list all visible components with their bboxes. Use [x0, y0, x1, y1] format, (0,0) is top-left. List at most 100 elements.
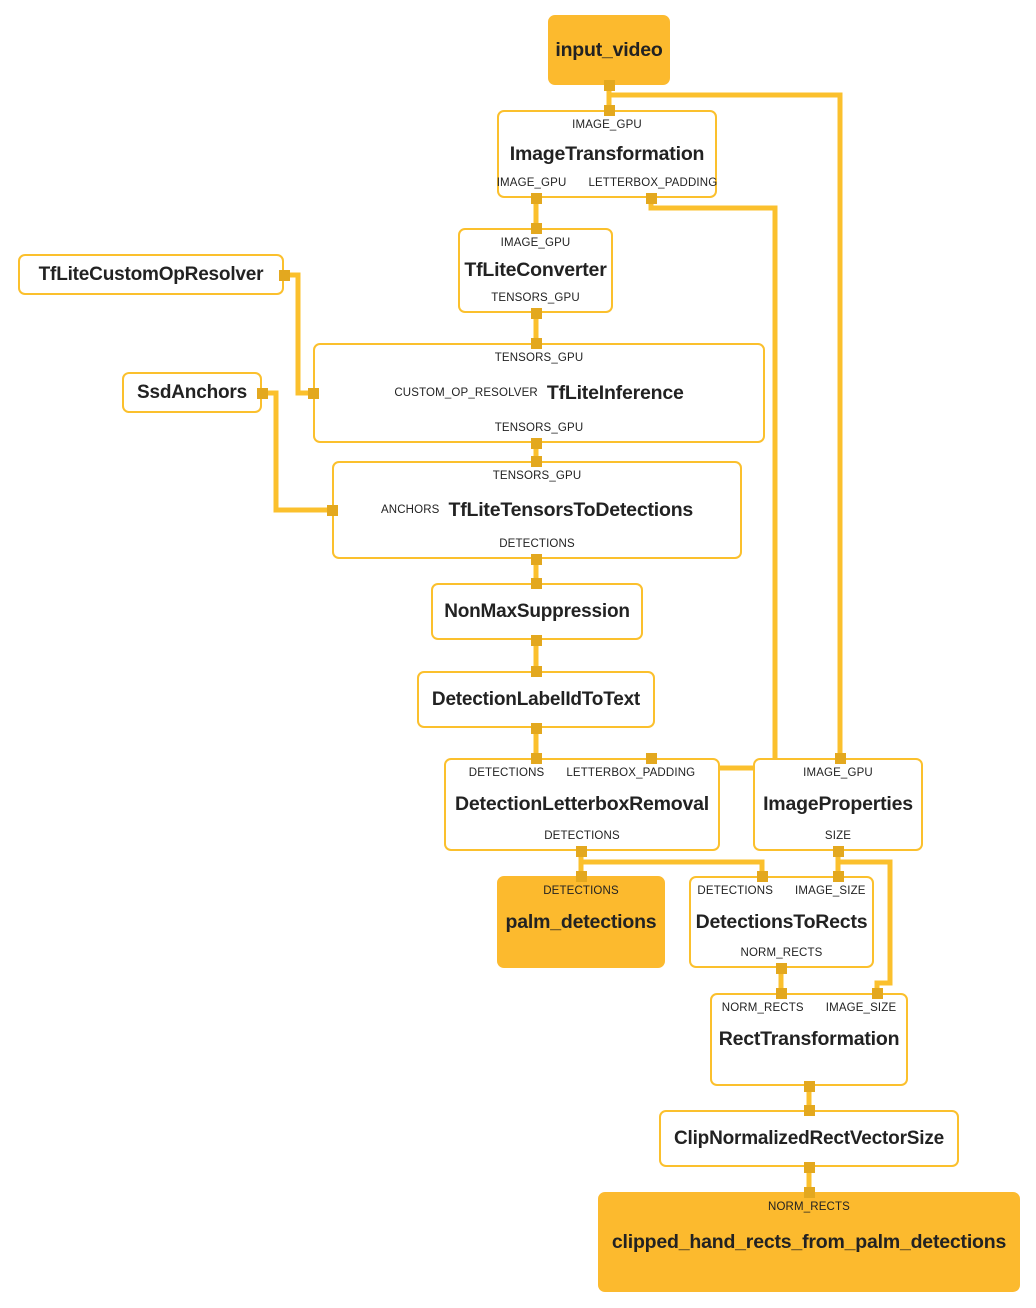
pin-letterbox-removal-detections-in[interactable]	[530, 752, 542, 764]
output-port-size[interactable]: SIZE	[824, 830, 852, 842]
input-port-norm-rects[interactable]: NORM_RECTS	[767, 1201, 850, 1213]
node-nonmaxsuppression[interactable]: NonMaxSuppression	[431, 583, 643, 640]
node-label: ImageProperties	[763, 793, 913, 816]
output-port-tensors-gpu[interactable]: TENSORS_GPU	[491, 292, 580, 304]
pin-nms-in[interactable]	[530, 577, 542, 589]
node-label: TfLiteConverter	[464, 259, 607, 282]
input-port-row: DETECTIONS IMAGE_SIZE	[691, 885, 872, 897]
input-port-row: IMAGE_GPU	[755, 767, 921, 779]
input-port-row: TENSORS_GPU	[315, 352, 763, 364]
output-port-row: IMAGE_GPU LETTERBOX_PADDING	[496, 177, 718, 189]
node-title-row: input_video	[550, 39, 668, 61]
pin-rect-transformation-image-size-in[interactable]	[871, 987, 883, 999]
pin-label-id-to-text-in[interactable]	[530, 665, 542, 677]
pin-rect-transformation-norm-rects-in[interactable]	[775, 987, 787, 999]
input-port-detections[interactable]: DETECTIONS	[543, 885, 619, 897]
side-input-port-anchors[interactable]: ANCHORS	[380, 503, 440, 516]
pin-tflite-inference-tensors-gpu-in[interactable]	[530, 337, 542, 349]
input-port-row: NORM_RECTS	[600, 1201, 1018, 1213]
node-label: DetectionLabelIdToText	[431, 688, 641, 710]
node-label: clipped_hand_rects_from_palm_detections	[611, 1230, 1007, 1253]
node-clipped-hand-rects-from-palm-detections[interactable]: NORM_RECTS clipped_hand_rects_from_palm_d…	[598, 1192, 1020, 1292]
output-port-row: SIZE	[755, 830, 921, 842]
pin-tflite-custom-op-resolver-out[interactable]	[278, 269, 290, 281]
pin-tflite-inference-tensors-gpu-out[interactable]	[530, 437, 542, 449]
node-title-row: palm_detections	[499, 911, 663, 933]
node-ssdanchors[interactable]: SsdAnchors	[122, 372, 262, 413]
node-clipnormalizedrectvectorsize[interactable]: ClipNormalizedRectVectorSize	[659, 1110, 959, 1167]
node-tflitecustomopresolver[interactable]: TfLiteCustomOpResolver	[18, 254, 284, 295]
pin-ssd-anchors-out[interactable]	[256, 387, 268, 399]
input-port-image-gpu[interactable]: IMAGE_GPU	[500, 237, 571, 249]
node-detectionlabelidtotext[interactable]: DetectionLabelIdToText	[417, 671, 655, 728]
output-port-row: DETECTIONS	[334, 538, 740, 550]
input-port-norm-rects[interactable]: NORM_RECTS	[721, 1002, 804, 1014]
pin-image-properties-size-out[interactable]	[832, 845, 844, 857]
input-port-image-gpu[interactable]: IMAGE_GPU	[572, 119, 642, 131]
output-port-letterbox-padding[interactable]: LETTERBOX_PADDING	[588, 177, 718, 189]
pin-clip-out[interactable]	[803, 1161, 815, 1173]
output-port-row: TENSORS_GPU	[315, 422, 763, 434]
output-port-image-gpu[interactable]: IMAGE_GPU	[496, 177, 567, 189]
input-port-letterbox-padding[interactable]: LETTERBOX_PADDING	[566, 767, 696, 779]
input-port-detections[interactable]: DETECTIONS	[697, 885, 774, 897]
pin-image-properties-image-gpu-in[interactable]	[834, 752, 846, 764]
output-port-tensors-gpu[interactable]: TENSORS_GPU	[494, 422, 584, 434]
pin-clip-in[interactable]	[803, 1104, 815, 1116]
pin-palm-detections-in[interactable]	[575, 870, 587, 882]
output-port-norm-rects[interactable]: NORM_RECTS	[740, 947, 823, 959]
node-label: palm_detections	[505, 910, 657, 933]
node-title-row: DetectionLabelIdToText	[419, 689, 653, 711]
pin-input-video-out[interactable]	[603, 79, 615, 91]
side-input-port-custom-op-resolver[interactable]: CUSTOM_OP_RESOLVER	[394, 386, 538, 399]
pin-image-transformation-image-gpu-out[interactable]	[530, 192, 542, 204]
output-port-detections[interactable]: DETECTIONS	[544, 830, 620, 842]
pin-label-id-to-text-out[interactable]	[530, 722, 542, 734]
edge-letterbox-removal-to-detections-to-rects	[581, 859, 765, 876]
pin-nms-out[interactable]	[530, 634, 542, 646]
node-label: TfLiteCustomOpResolver	[38, 263, 264, 285]
pin-letterbox-removal-detections-out[interactable]	[575, 845, 587, 857]
edge-custom-op-resolver-to-tflite-inference	[284, 272, 313, 396]
input-port-tensors-gpu[interactable]: TENSORS_GPU	[492, 470, 582, 482]
input-port-tensors-gpu[interactable]: TENSORS_GPU	[494, 352, 584, 364]
pin-tflite-inference-custom-op-resolver-in[interactable]	[307, 387, 319, 399]
node-label: input_video	[555, 38, 663, 61]
pin-image-transformation-image-gpu-in[interactable]	[603, 104, 615, 116]
pin-tflite-converter-image-gpu-in[interactable]	[530, 222, 542, 234]
pin-detections-to-rects-detections-in[interactable]	[756, 870, 768, 882]
pin-image-transformation-letterbox-padding-out[interactable]	[645, 192, 657, 204]
pin-tensors-to-detections-tensors-gpu-in[interactable]	[530, 455, 542, 467]
pin-rect-transformation-out[interactable]	[803, 1080, 815, 1092]
input-port-image-size[interactable]: IMAGE_SIZE	[795, 885, 866, 897]
node-input-video[interactable]: input_video	[548, 15, 670, 85]
node-title-row: NonMaxSuppression	[433, 601, 641, 623]
output-port-row: DETECTIONS	[446, 830, 718, 842]
node-title-row: ClipNormalizedRectVectorSize	[661, 1128, 957, 1150]
node-palm-detections[interactable]: DETECTIONS palm_detections	[497, 876, 665, 968]
node-label: ClipNormalizedRectVectorSize	[674, 1127, 944, 1149]
output-port-detections[interactable]: DETECTIONS	[499, 538, 575, 550]
input-port-detections[interactable]: DETECTIONS	[468, 767, 545, 779]
input-port-image-gpu[interactable]: IMAGE_GPU	[803, 767, 873, 779]
pin-tensors-to-detections-anchors-in[interactable]	[326, 504, 338, 516]
pin-tensors-to-detections-detections-out[interactable]	[530, 553, 542, 565]
pin-tflite-converter-tensors-gpu-out[interactable]	[530, 307, 542, 319]
input-port-image-size[interactable]: IMAGE_SIZE	[825, 1002, 897, 1014]
node-label: DetectionsToRects	[695, 910, 868, 933]
node-label: NonMaxSuppression	[444, 600, 630, 622]
pin-clipped-hand-rects-in[interactable]	[803, 1186, 815, 1198]
pin-detections-to-rects-image-size-in[interactable]	[832, 870, 844, 882]
node-title-row: DetectionsToRects	[691, 911, 872, 933]
pin-detections-to-rects-norm-rects-out[interactable]	[775, 962, 787, 974]
pin-letterbox-removal-letterbox-padding-in[interactable]	[645, 752, 657, 764]
output-port-row: TENSORS_GPU	[460, 292, 611, 304]
